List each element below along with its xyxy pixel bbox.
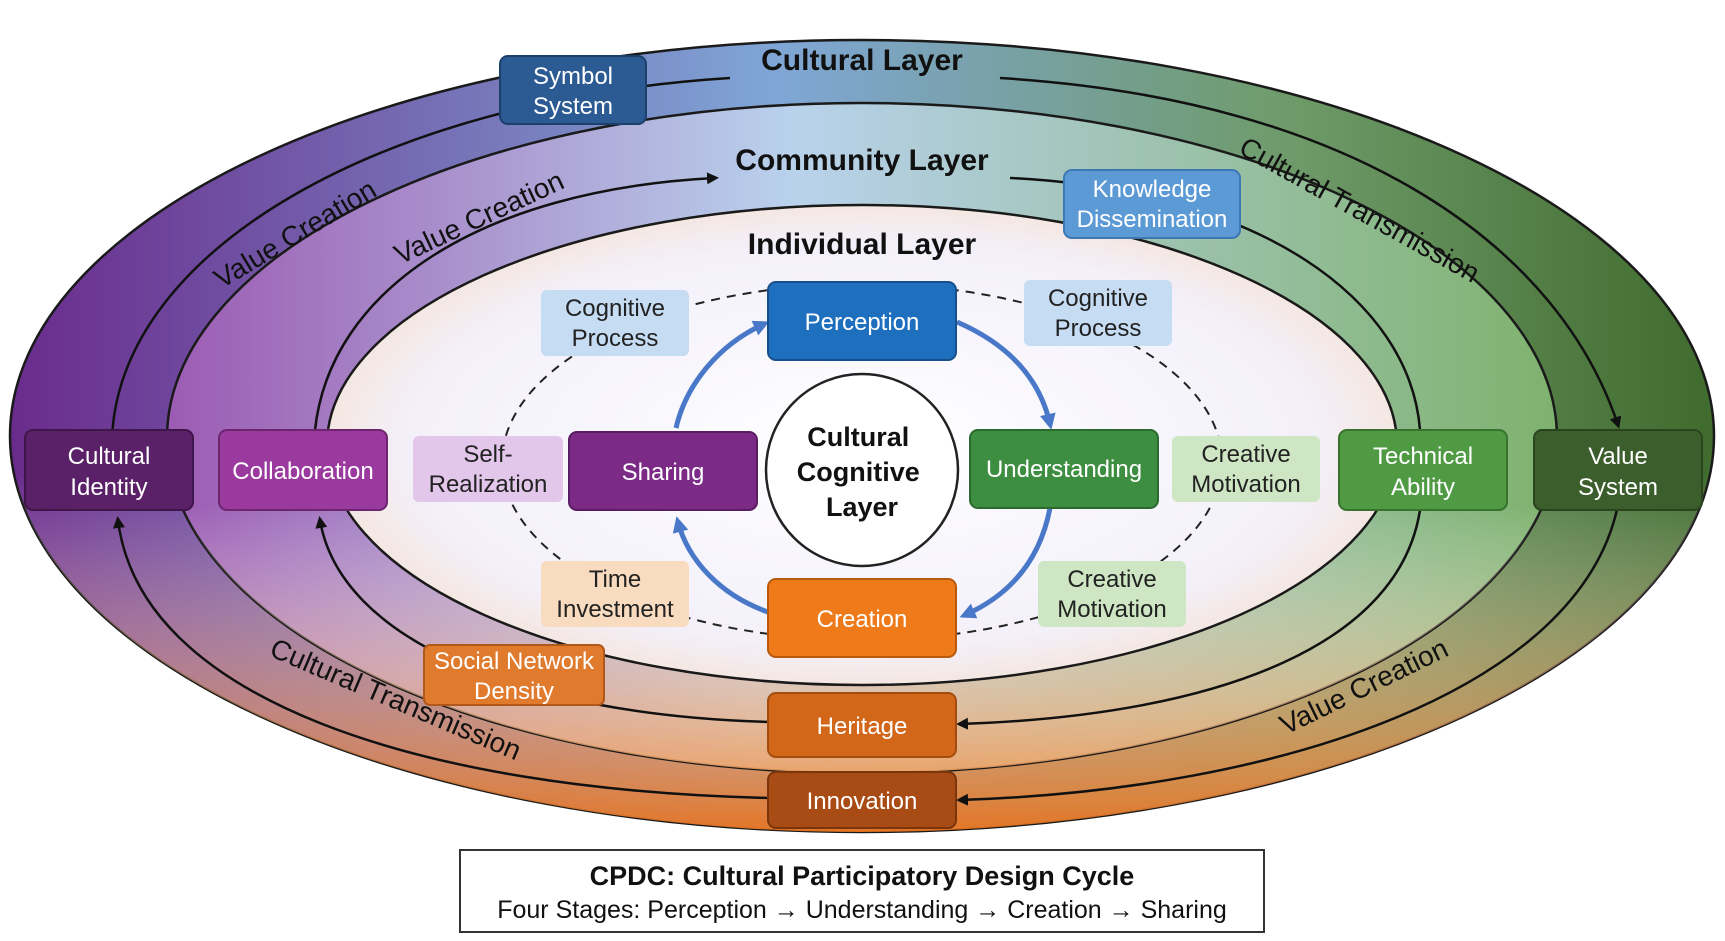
svg-text:Perception: Perception <box>805 309 920 336</box>
cycle-arrow-creation-sharing <box>672 516 769 615</box>
arc-value-creation-bottom <box>956 504 1620 806</box>
core-circle <box>764 372 960 568</box>
svg-text:Understanding: Understanding <box>986 456 1142 483</box>
self-realization-box: Self-Realization <box>413 436 563 502</box>
svg-text:Creation: Creation <box>817 606 908 633</box>
innovation-box[interactable]: Innovation <box>767 771 957 829</box>
perception-box[interactable]: Perception <box>767 281 957 361</box>
cultural-layer-title: Cultural Layer <box>761 44 963 77</box>
svg-text:Innovation: Innovation <box>807 788 918 815</box>
svg-text:Self-Realization: Self-Realization <box>429 441 548 498</box>
core-label: Cultural Cognitive Layer <box>797 422 928 522</box>
arc-value-creation-inner <box>313 172 719 431</box>
legend-subtitle: Four Stages: Perception → Understanding … <box>497 896 1227 924</box>
individual-layer-title: Individual Layer <box>748 228 977 261</box>
sharing-box[interactable]: Sharing <box>568 431 758 511</box>
cycle-arrow-perception-understanding <box>956 319 1056 430</box>
svg-text:Heritage: Heritage <box>817 713 908 740</box>
cycle-arrow-sharing-perception <box>673 320 770 429</box>
creation-box[interactable]: Creation <box>767 578 957 658</box>
arc-cultural-transmission-top <box>999 76 1622 429</box>
understanding-box[interactable]: Understanding <box>969 429 1159 509</box>
legend-box: CPDC: Cultural Participatory Design Cycl… <box>459 849 1265 933</box>
collaboration-box[interactable]: Collaboration <box>218 429 388 511</box>
legend-title: CPDC: Cultural Participatory Design Cycl… <box>589 861 1135 891</box>
cycle-arrow-understanding-creation <box>959 507 1053 619</box>
community-layer-title: Community Layer <box>735 144 989 177</box>
arc-community-bottom-right <box>956 509 1422 730</box>
svg-text:Sharing: Sharing <box>622 459 705 486</box>
heritage-box[interactable]: Heritage <box>767 692 957 758</box>
arc-cultural-transmission-bottom <box>113 516 771 800</box>
svg-text:Collaboration: Collaboration <box>232 458 373 485</box>
